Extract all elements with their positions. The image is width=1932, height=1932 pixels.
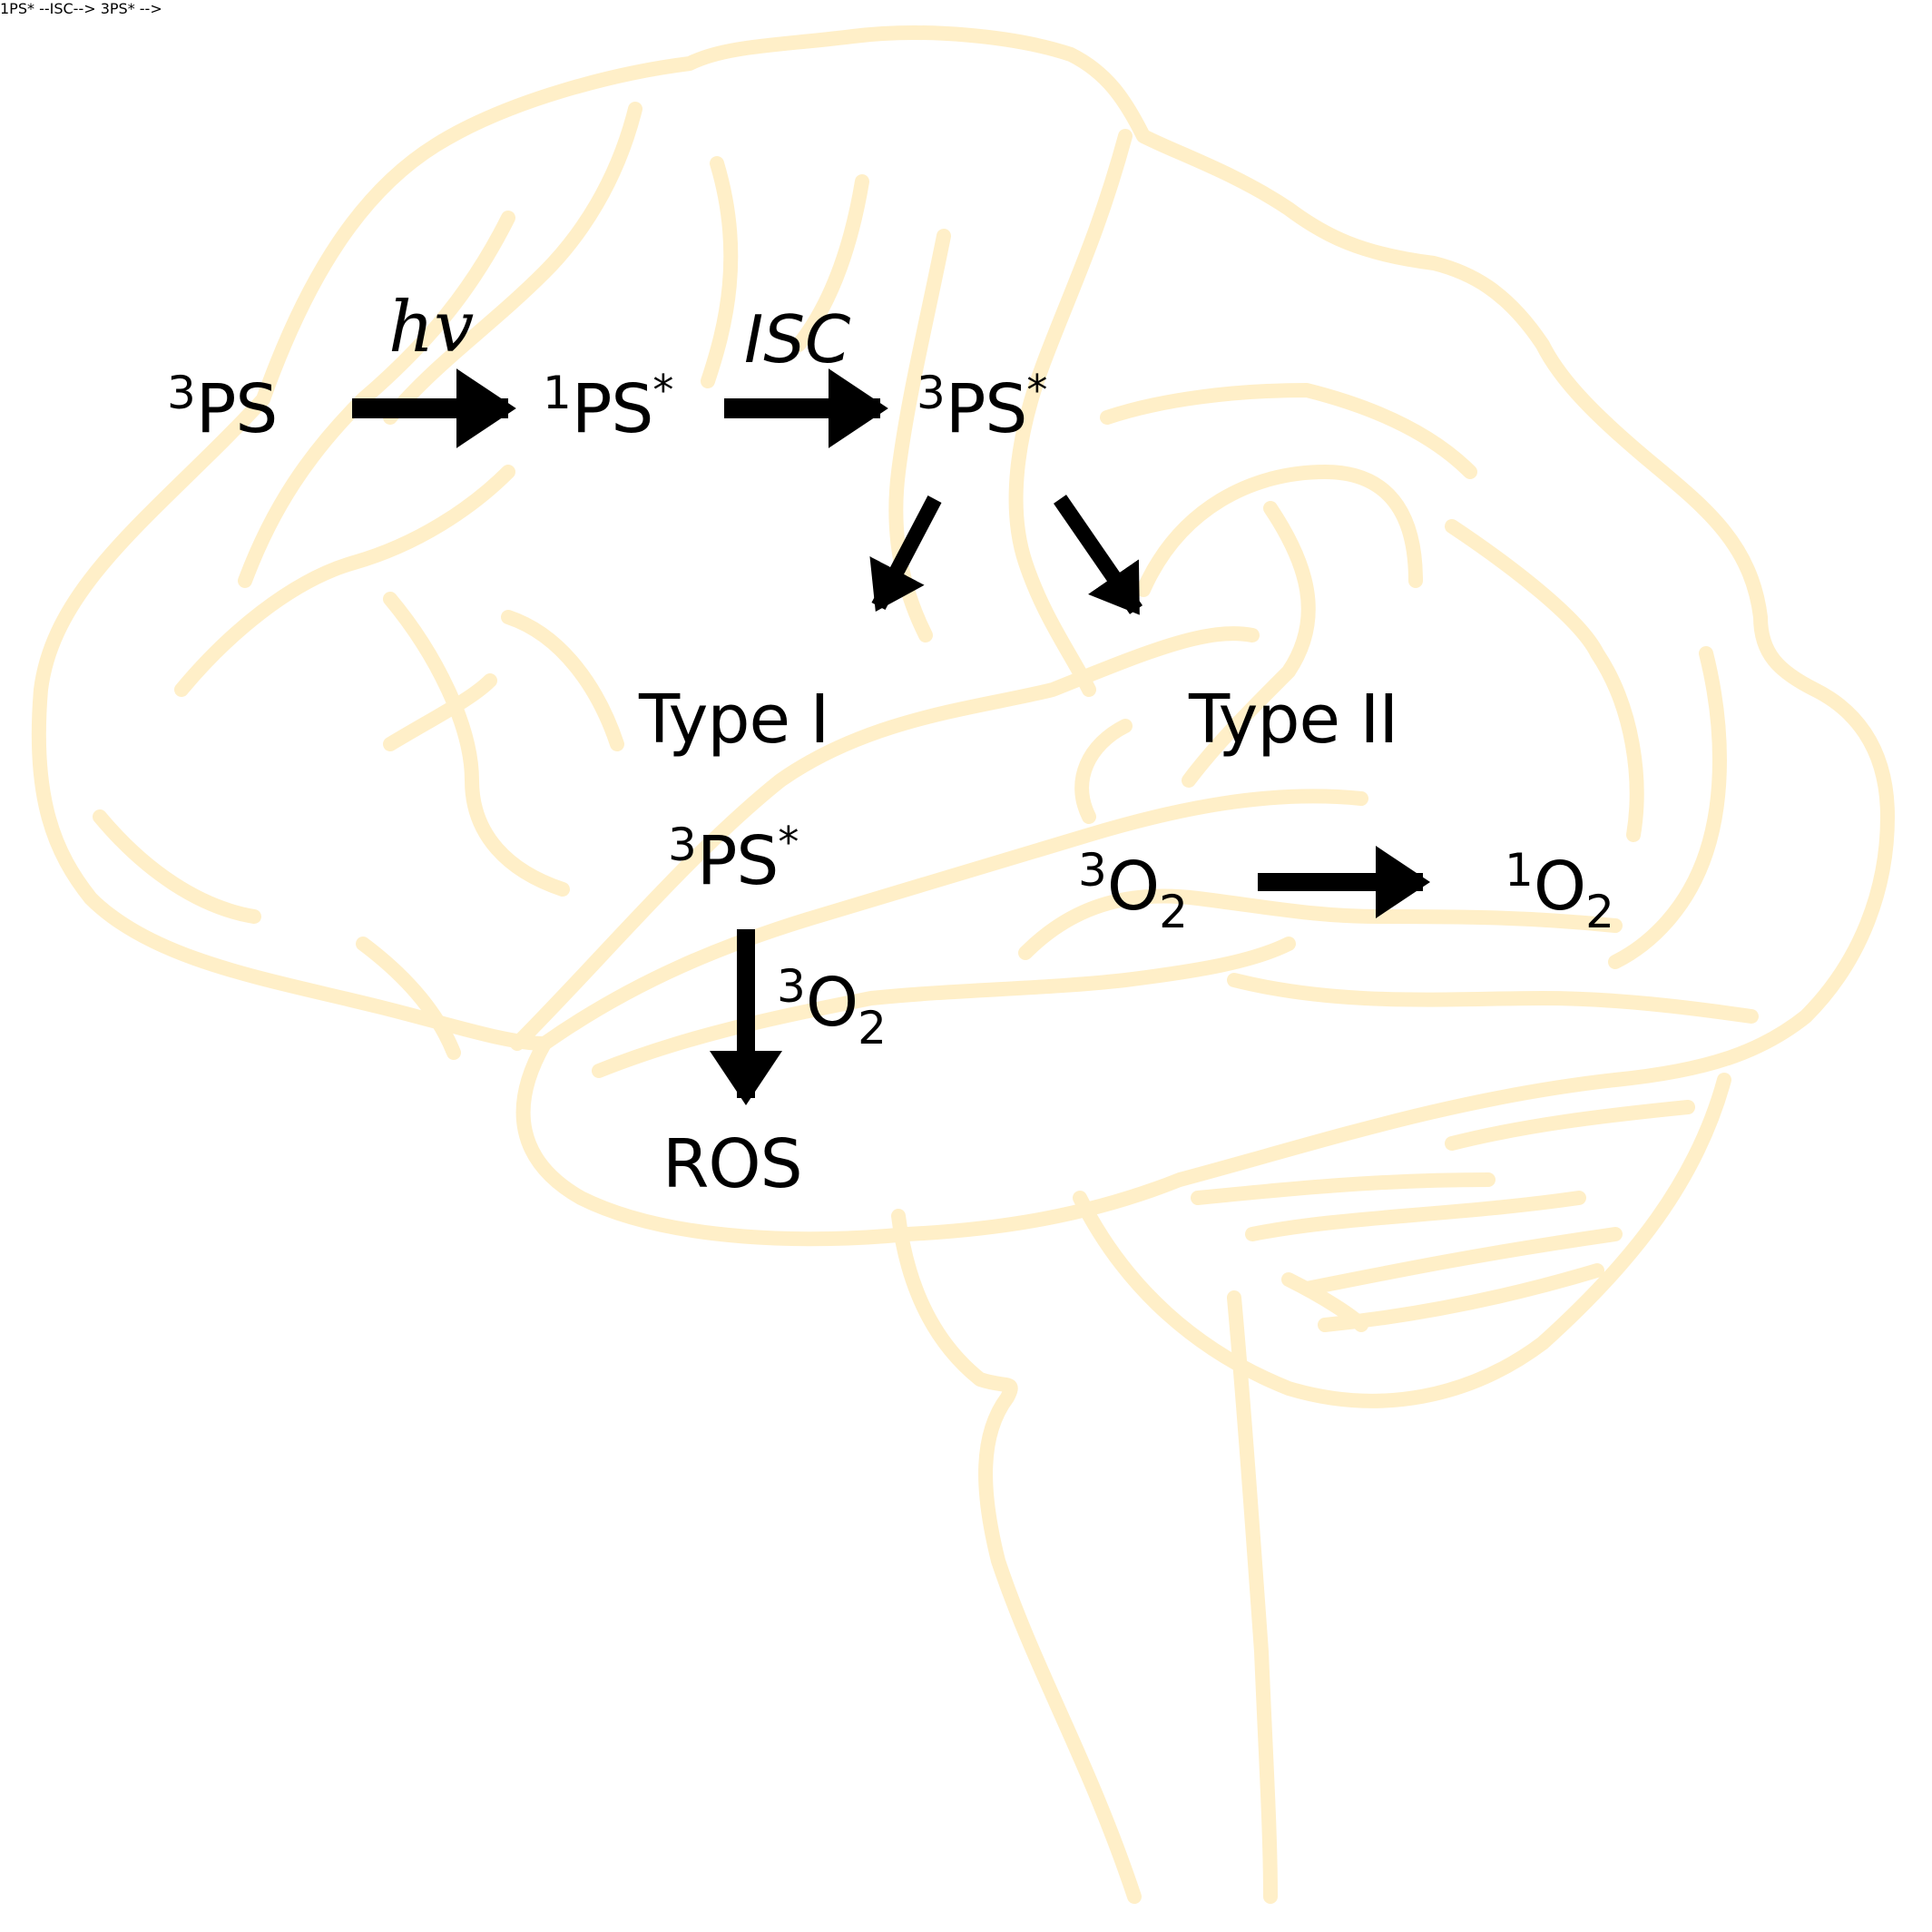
brainstem-outline xyxy=(891,1209,1142,1904)
isc-label: ISC xyxy=(744,301,851,378)
type1-label: Type I xyxy=(639,681,829,759)
temporal-lobe-line xyxy=(1018,888,1623,960)
spin-multiplicity: 3 xyxy=(1078,844,1107,897)
hv-label: hv xyxy=(388,287,475,368)
sulcus-line xyxy=(383,673,497,751)
type2-singlet-oxygen-label: 1O2 xyxy=(1505,844,1614,938)
sulcus-line xyxy=(1008,129,1133,697)
temporal-lobe-line xyxy=(1074,719,1133,824)
type2-triplet-oxygen-label: 3O2 xyxy=(1078,844,1188,938)
subscript: 2 xyxy=(1585,886,1614,938)
singlet-excited-ps-label: 1PS* xyxy=(543,366,673,448)
cerebellum-outline xyxy=(1073,1073,1731,1408)
subscript: 2 xyxy=(858,1002,887,1054)
temporal-lobe-line xyxy=(537,789,1368,1051)
temporal-lobe-line xyxy=(592,937,1296,1078)
cerebellum-folia xyxy=(1281,1272,1368,1332)
brainstem-outline xyxy=(1227,1290,1278,1904)
spin-multiplicity: 1 xyxy=(1505,844,1534,897)
sulcus-line xyxy=(356,937,461,1060)
triplet-excited-ps-label: 3PS* xyxy=(917,366,1047,448)
sulcus-line xyxy=(1136,465,1423,597)
sulcus-line xyxy=(383,102,642,425)
cerebellum-folia xyxy=(1245,1191,1586,1241)
sulcus-line xyxy=(174,465,515,697)
type2-branch-arrow xyxy=(1053,495,1143,615)
excited-star: * xyxy=(1026,366,1047,415)
sulcus-line xyxy=(1182,501,1316,788)
sulcus-line xyxy=(701,156,739,388)
cerebellum-folia xyxy=(1299,1227,1623,1296)
type1-branch-arrow xyxy=(869,495,942,613)
spin-multiplicity: 1 xyxy=(543,367,572,419)
type1-triplet-ps-label: 3PS* xyxy=(668,818,799,900)
sulcus-line xyxy=(1445,519,1644,842)
type1-oxygen-label: 3O2 xyxy=(777,960,887,1054)
type2-label: Type II xyxy=(1189,681,1398,759)
cerebellum-folia xyxy=(1445,1100,1695,1151)
cerebrum-outline xyxy=(31,25,1895,1247)
excited-star: * xyxy=(652,366,673,415)
spin-multiplicity: 3 xyxy=(917,367,946,419)
cerebellum-folia xyxy=(1191,1172,1496,1205)
sulcus-line xyxy=(383,592,570,897)
lateral-fissure xyxy=(510,626,1260,1051)
ground-state-ps-label: 3PS xyxy=(167,367,278,448)
subscript: 2 xyxy=(1159,886,1188,938)
sulcus-line xyxy=(501,610,624,751)
temporal-lobe-line xyxy=(1227,973,1759,1024)
sulcus-line xyxy=(1608,646,1727,969)
spin-multiplicity: 3 xyxy=(668,819,697,871)
excited-star: * xyxy=(778,818,799,867)
sulcus-line xyxy=(791,174,869,352)
spin-multiplicity: 3 xyxy=(167,367,196,419)
sulcus-line xyxy=(93,809,261,924)
spin-multiplicity: 3 xyxy=(777,960,806,1013)
sulcus-line xyxy=(1100,383,1477,479)
ros-label: ROS xyxy=(662,1125,803,1203)
